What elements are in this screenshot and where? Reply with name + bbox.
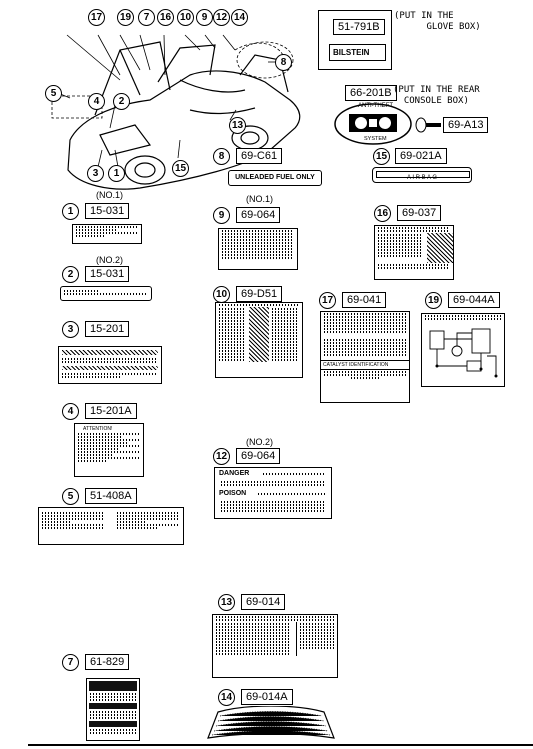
callout-15-label: 15 bbox=[373, 148, 390, 165]
callout-14-label: 14 bbox=[218, 689, 235, 706]
callout-3: 3 bbox=[87, 165, 104, 182]
callout-16-label: 16 bbox=[374, 205, 391, 222]
air-bag-slot bbox=[376, 171, 470, 178]
callout-4-label: 4 bbox=[62, 403, 79, 420]
label-15-201 bbox=[58, 346, 162, 384]
callout-12-label: 12 bbox=[213, 448, 230, 465]
label-69-014a bbox=[207, 706, 335, 739]
label-51-408a bbox=[38, 507, 184, 545]
callout-4: 4 bbox=[88, 93, 105, 110]
part-number-69-044a: 69-044A bbox=[448, 292, 500, 308]
callout-16: 16 bbox=[157, 9, 174, 26]
callout-5: 5 bbox=[45, 85, 62, 102]
anti-theft-text: ANTI-THEFT bbox=[358, 103, 393, 109]
part-number-15-031-a: 15-031 bbox=[85, 203, 130, 219]
unleaded-fuel-label: UNLEADED FUEL ONLY bbox=[228, 170, 322, 186]
key-tag-icon bbox=[415, 117, 441, 133]
part-number-69-014: 69-014 bbox=[241, 594, 286, 610]
callout-1-label: 1 bbox=[62, 203, 79, 220]
part-number-69-064-a: 69-064 bbox=[236, 207, 281, 223]
air-bag-label: A I R B A G bbox=[372, 167, 472, 183]
label-69-037 bbox=[374, 225, 454, 280]
no2-note-mid: (NO.2) bbox=[246, 437, 273, 447]
callout-17: 17 bbox=[88, 9, 105, 26]
label-69-064-no1 bbox=[218, 228, 298, 270]
part-number-51-791b: 51-791B bbox=[333, 19, 385, 35]
catalyst-text: CATALYST IDENTIFICATION bbox=[323, 362, 389, 368]
label-69-041: CATALYST IDENTIFICATION bbox=[320, 311, 410, 403]
attention-text: ATTENTION! bbox=[83, 426, 113, 432]
part-number-69-041: 69-041 bbox=[342, 292, 387, 308]
callout-8: 8 bbox=[275, 54, 292, 71]
part-number-69-014a: 69-014A bbox=[241, 689, 293, 705]
danger-text: DANGER bbox=[219, 470, 250, 477]
callout-17-label: 17 bbox=[319, 292, 336, 309]
bilstein-text: BILSTEIN bbox=[333, 48, 370, 57]
callout-2-label: 2 bbox=[62, 266, 79, 283]
part-number-69-037: 69-037 bbox=[397, 205, 442, 221]
part-number-15-031-b: 15-031 bbox=[85, 266, 130, 282]
callout-7-label: 7 bbox=[62, 654, 79, 671]
callout-15: 15 bbox=[172, 160, 189, 177]
air-bag-text: A I R B A G bbox=[406, 175, 437, 181]
callout-19-label: 19 bbox=[425, 292, 442, 309]
callout-19: 19 bbox=[117, 9, 134, 26]
callout-2: 2 bbox=[113, 93, 130, 110]
unleaded-text: UNLEADED FUEL ONLY bbox=[235, 174, 315, 181]
no1-note-left: (NO.1) bbox=[96, 190, 123, 200]
part-number-66-201b: 66-201B bbox=[345, 85, 397, 101]
bilstein-badge: BILSTEIN bbox=[329, 44, 386, 61]
vacuum-hose-diagram bbox=[429, 328, 498, 378]
part-number-15-201: 15-201 bbox=[85, 321, 130, 337]
part-number-69-064-b: 69-064 bbox=[236, 448, 281, 464]
part-number-69-d51: 69-D51 bbox=[236, 286, 283, 302]
callout-7: 7 bbox=[138, 9, 155, 26]
label-69-064-no2: DANGER POISON bbox=[214, 467, 332, 519]
poison-text: POISON bbox=[219, 490, 247, 497]
anti-theft-emblem bbox=[334, 103, 412, 145]
callout-12: 12 bbox=[213, 9, 230, 26]
label-51-791b-frame: 51-791B BILSTEIN bbox=[318, 10, 392, 70]
no1-note-mid: (NO.1) bbox=[246, 194, 273, 204]
callout-13: 13 bbox=[229, 117, 246, 134]
callout-5-label: 5 bbox=[62, 488, 79, 505]
no2-note-left: (NO.2) bbox=[96, 255, 123, 265]
label-15-201a: ATTENTION! bbox=[74, 423, 144, 477]
callout-9: 9 bbox=[196, 9, 213, 26]
bottom-rule bbox=[28, 744, 533, 746]
label-69-044a bbox=[421, 313, 505, 387]
glove-box-note: (PUT IN THE GLOVE BOX) bbox=[394, 11, 481, 32]
callout-9-label: 9 bbox=[213, 207, 230, 224]
callout-3-label: 3 bbox=[62, 321, 79, 338]
callout-8-label: 8 bbox=[213, 148, 230, 165]
callout-10-label: 10 bbox=[213, 286, 230, 303]
callout-1: 1 bbox=[108, 165, 125, 182]
part-number-61-829: 61-829 bbox=[85, 654, 130, 670]
rear-console-note: (PUT IN THE REAR CONSOLE BOX) bbox=[393, 85, 480, 106]
label-15-031-no1 bbox=[72, 224, 142, 244]
label-69-d51 bbox=[215, 302, 303, 378]
callout-14: 14 bbox=[231, 9, 248, 26]
part-number-15-201a: 15-201A bbox=[85, 403, 137, 419]
label-69-014 bbox=[212, 614, 338, 678]
catalyst-row: CATALYST IDENTIFICATION bbox=[321, 360, 409, 370]
part-number-69-a13: 69-A13 bbox=[443, 117, 489, 133]
part-number-69-021a: 69-021A bbox=[395, 148, 447, 164]
callout-10: 10 bbox=[177, 9, 194, 26]
part-number-69-c61: 69-C61 bbox=[236, 148, 283, 164]
label-61-829 bbox=[86, 678, 140, 741]
part-number-51-408a: 51-408A bbox=[85, 488, 137, 504]
label-15-031-no2 bbox=[60, 286, 152, 301]
callout-13-label: 13 bbox=[218, 594, 235, 611]
system-text: SYSTEM bbox=[364, 136, 387, 142]
